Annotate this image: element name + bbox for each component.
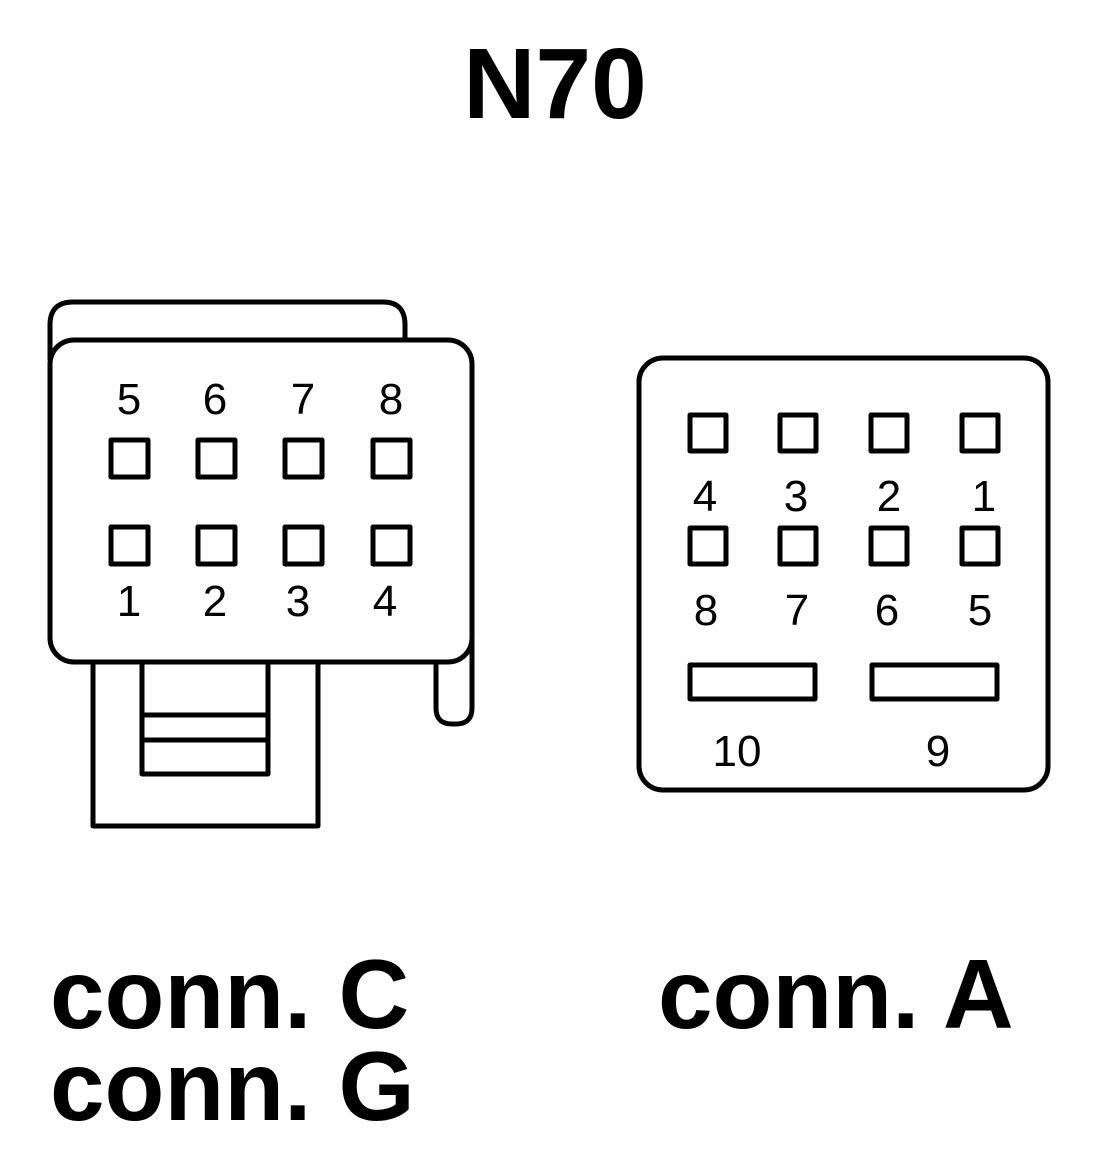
pin-label: 2 — [203, 577, 227, 626]
pin-cavity — [687, 412, 729, 454]
pin-label: 7 — [785, 586, 809, 635]
pin-cavity — [777, 412, 819, 454]
connector-label: conn. A — [658, 939, 1014, 1049]
pin-cavity — [868, 412, 910, 454]
pin-label: 1 — [117, 577, 141, 626]
pin-label: 4 — [373, 577, 397, 626]
connector-side-latch — [433, 640, 475, 727]
pin-label: 4 — [693, 472, 717, 521]
connector-c-g: 5 6 7 8 1 2 3 4 — [47, 299, 475, 829]
connector-back-shell — [47, 299, 408, 360]
pin-label: 2 — [877, 472, 901, 521]
pin-label: 9 — [926, 727, 950, 776]
pin-cavity — [868, 525, 910, 567]
pin-label: 5 — [968, 586, 992, 635]
pin-label: 3 — [286, 577, 310, 626]
pin-cavity — [195, 524, 238, 567]
pin-cavity — [777, 525, 819, 567]
diagram-title: N70 — [463, 28, 646, 140]
pin-label: 7 — [291, 375, 315, 424]
connector-lock-tab-outer — [90, 637, 321, 829]
pin-label: 3 — [784, 472, 808, 521]
pin-cavity — [195, 437, 238, 480]
pin-cavity — [108, 437, 151, 480]
pin-label: 8 — [694, 586, 718, 635]
pin-label: 1 — [972, 472, 996, 521]
pin-cavity — [108, 524, 151, 567]
pin-cavity — [687, 525, 729, 567]
pin-cavity — [370, 437, 413, 480]
pin-label: 8 — [379, 375, 403, 424]
pin-cavity — [959, 525, 1001, 567]
pin-label: 6 — [203, 375, 227, 424]
connector-a: 4 3 2 1 8 7 6 5 10 9 — [636, 355, 1051, 793]
pin-cavity — [370, 524, 413, 567]
connector-c-body — [47, 337, 475, 665]
pin-slot-wide — [687, 662, 818, 702]
pin-cavity — [282, 524, 325, 567]
pin-cavity — [959, 412, 1001, 454]
pin-slot-wide — [869, 662, 1000, 702]
connector-a-body — [636, 355, 1051, 793]
connector-label: conn. G — [50, 1031, 415, 1141]
pin-cavity — [282, 437, 325, 480]
pin-label: 10 — [713, 727, 762, 776]
pin-label: 5 — [117, 375, 141, 424]
pin-label: 6 — [875, 586, 899, 635]
connector-label: conn. C — [50, 939, 409, 1049]
